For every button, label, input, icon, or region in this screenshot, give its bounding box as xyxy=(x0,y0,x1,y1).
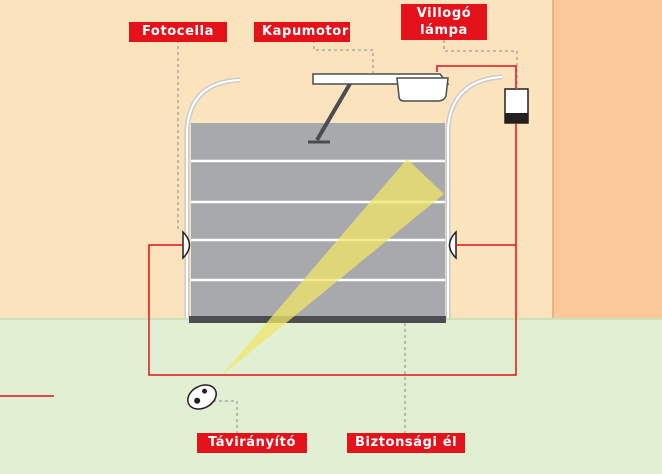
flashing-lamp-base xyxy=(505,113,528,123)
flashing-lamp-label: Villogó lámpa xyxy=(401,4,487,40)
safety-edge-strip xyxy=(189,316,446,323)
safety-edge-label: Biztonsági él xyxy=(347,433,465,453)
floor xyxy=(0,318,662,474)
left-photocell-icon xyxy=(182,230,191,260)
gate-motor-body xyxy=(396,77,449,102)
motor-arm xyxy=(315,80,353,142)
remote-control-label: Távirányító xyxy=(197,433,307,453)
gate-motor-label: Kapumotor xyxy=(254,22,350,42)
leader-lines xyxy=(177,40,518,433)
wiring xyxy=(0,65,517,397)
right-photocell-icon xyxy=(448,230,457,260)
right-door-rail-highlight xyxy=(447,76,503,318)
remote-control-icon xyxy=(187,384,217,410)
side-wall xyxy=(553,0,662,320)
flashing-lamp-label-line1: Villogó xyxy=(416,6,472,21)
left-door-rail-highlight xyxy=(186,79,241,318)
flashing-lamp-label-line2: lámpa xyxy=(420,23,468,38)
light-beam xyxy=(221,159,444,376)
photocell-label: Fotocella xyxy=(129,22,227,42)
